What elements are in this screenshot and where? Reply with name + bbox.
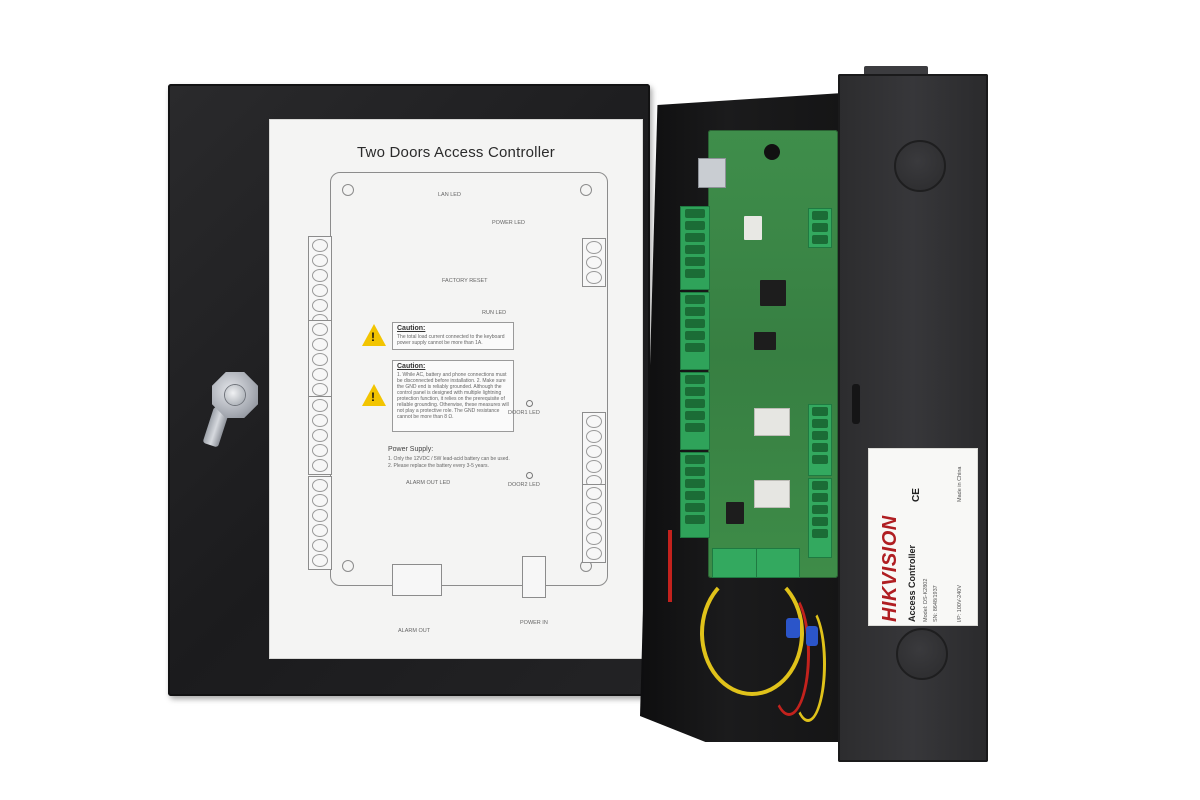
terminal-block: [808, 478, 832, 558]
terminal-block: [808, 208, 832, 248]
lan-led-label: LAN LED: [438, 192, 461, 198]
terminal-block: [680, 372, 710, 450]
ic-chip: [754, 332, 776, 350]
red-wire: [668, 530, 672, 602]
diagram-terminal-block: [308, 396, 332, 475]
diagram-terminal-block: [308, 320, 332, 399]
terminal-block: [680, 452, 710, 538]
terminal-block: [680, 292, 710, 370]
caution-box: Caution: 1. While AC, battery and phone …: [392, 360, 514, 432]
microcontroller-chip: [760, 280, 786, 306]
origin-text: Made in China: [957, 466, 963, 502]
brand-logo: HIKVISION: [879, 515, 901, 622]
serial-number: SN: 8648/1937: [933, 585, 939, 622]
yellow-wire: [790, 606, 826, 722]
crimp-connector: [786, 618, 800, 638]
factory-reset-label: FACTORY RESET: [442, 278, 488, 284]
diagram-terminal-block: [308, 236, 332, 330]
ethernet-port: [698, 158, 726, 188]
diagram-terminal-block: [522, 556, 546, 598]
diagram-terminal-block: [392, 564, 442, 596]
crimp-connector: [806, 626, 818, 646]
mount-hole: [342, 560, 354, 572]
warning-icon: [362, 384, 386, 406]
relay: [754, 408, 790, 436]
mount-hole: [580, 184, 592, 196]
cam-lock-nut: [225, 385, 245, 405]
warning-icon: [362, 324, 386, 346]
diagram-terminal-block: [582, 484, 606, 563]
door2-led-label: DOOR2 LED: [508, 482, 540, 488]
sheet-title: Two Doors Access Controller: [357, 144, 555, 161]
power-supply-title: Power Supply:: [388, 446, 434, 453]
capacitor: [764, 144, 780, 160]
power-led-label: POWER LED: [492, 220, 526, 226]
ic-chip: [726, 502, 744, 524]
cable-knockout: [896, 628, 948, 680]
door1-led-icon: [526, 400, 533, 407]
latch-slot: [852, 384, 860, 424]
diagram-terminal-block: [582, 238, 606, 287]
diagram-terminal-block: [308, 476, 332, 570]
diagram-terminal-block: [582, 412, 606, 491]
door2-led-icon: [526, 472, 533, 479]
terminal-block: [808, 404, 832, 476]
power-in-label: POWER IN: [520, 620, 548, 626]
door1-led-label: DOOR1 LED: [508, 410, 540, 416]
alarm-out-label: ALARM OUT: [398, 628, 431, 634]
product-name: Access Controller: [907, 544, 917, 622]
model-number: Model: DS-K2802: [923, 578, 929, 622]
input-rating: I/P: 100V-240V: [957, 585, 963, 622]
relay: [754, 480, 790, 508]
label-sticker: [744, 216, 762, 240]
caution-box: Caution: The total load current connecte…: [392, 322, 514, 350]
alarm-out-led-label: ALARM OUT LED: [406, 480, 451, 486]
mount-hole: [342, 184, 354, 196]
terminal-block: [680, 206, 710, 290]
product-label: HIKVISION Access Controller Model: DS-K2…: [868, 448, 978, 626]
run-led-label: RUN LED: [482, 310, 507, 316]
wiring-diagram-sheet: Two Doors Access Controller LAN L: [270, 120, 642, 658]
cable-knockout: [894, 140, 946, 192]
power-supply-notes: 1. Only the 12VDC / 5W lead-acid battery…: [388, 456, 510, 469]
ce-mark: CE: [911, 488, 922, 502]
controller-pcb: [698, 130, 838, 578]
